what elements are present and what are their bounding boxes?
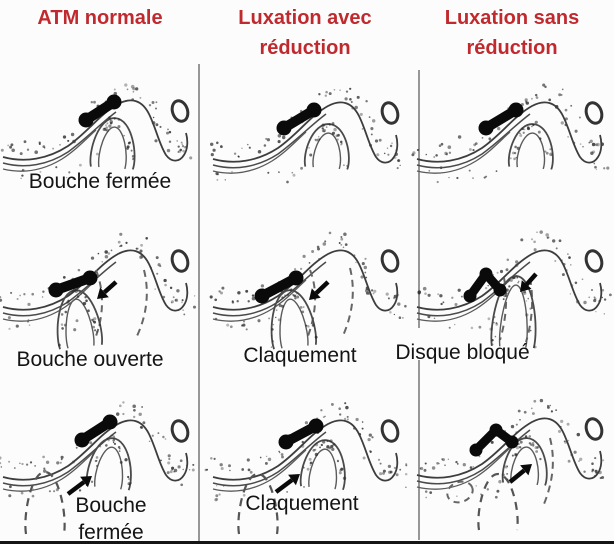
column-divider-right-upper (418, 70, 420, 328)
tmj-figure-normal-mouth-closed (0, 62, 200, 212)
caption-line: fermée (78, 521, 144, 544)
caption-disque-bloque: Disque bloqué (395, 341, 530, 364)
column-divider-left (198, 64, 200, 541)
column-divider-right-lower (418, 360, 420, 540)
header-line: Luxation sans (444, 7, 580, 29)
tmj-figure-normal-closing (0, 382, 200, 542)
header-line: réduction (466, 37, 558, 59)
caption-bouche-fermee-row3: Bouche fermée (0, 492, 222, 544)
tmj-figure-nonreducing-disc-blocked (414, 212, 614, 362)
caption-line: Bouche (75, 494, 147, 517)
caption-bouche-ouverte: Bouche ouverte (16, 348, 164, 371)
column-header-luxation-avec-reduction: Luxation avec réduction (205, 3, 405, 63)
column-header-luxation-sans-reduction: Luxation sans réduction (410, 3, 614, 63)
caption-bouche-fermee-row1: Bouche fermée (28, 170, 172, 193)
header-line: Luxation avec (238, 7, 372, 29)
tmj-figure-nonreducing-luxation-closed (411, 64, 614, 214)
tmj-figure-reducing-closing-click (204, 382, 410, 542)
tmj-figure-nonreducing-closing (414, 380, 614, 540)
caption-claquement-closing: Claquement (245, 492, 359, 515)
header-line: réduction (259, 37, 351, 59)
tmj-figure-reducing-luxation-closed (209, 64, 410, 214)
tmj-figure-reducing-opening-click (209, 212, 410, 362)
column-header-atm-normale: ATM normale (0, 3, 200, 33)
caption-claquement-open: Claquement (243, 344, 357, 367)
tmj-figure-normal-mouth-open (0, 212, 200, 362)
bottom-edge-bar (0, 541, 614, 544)
header-line: ATM normale (37, 7, 163, 29)
